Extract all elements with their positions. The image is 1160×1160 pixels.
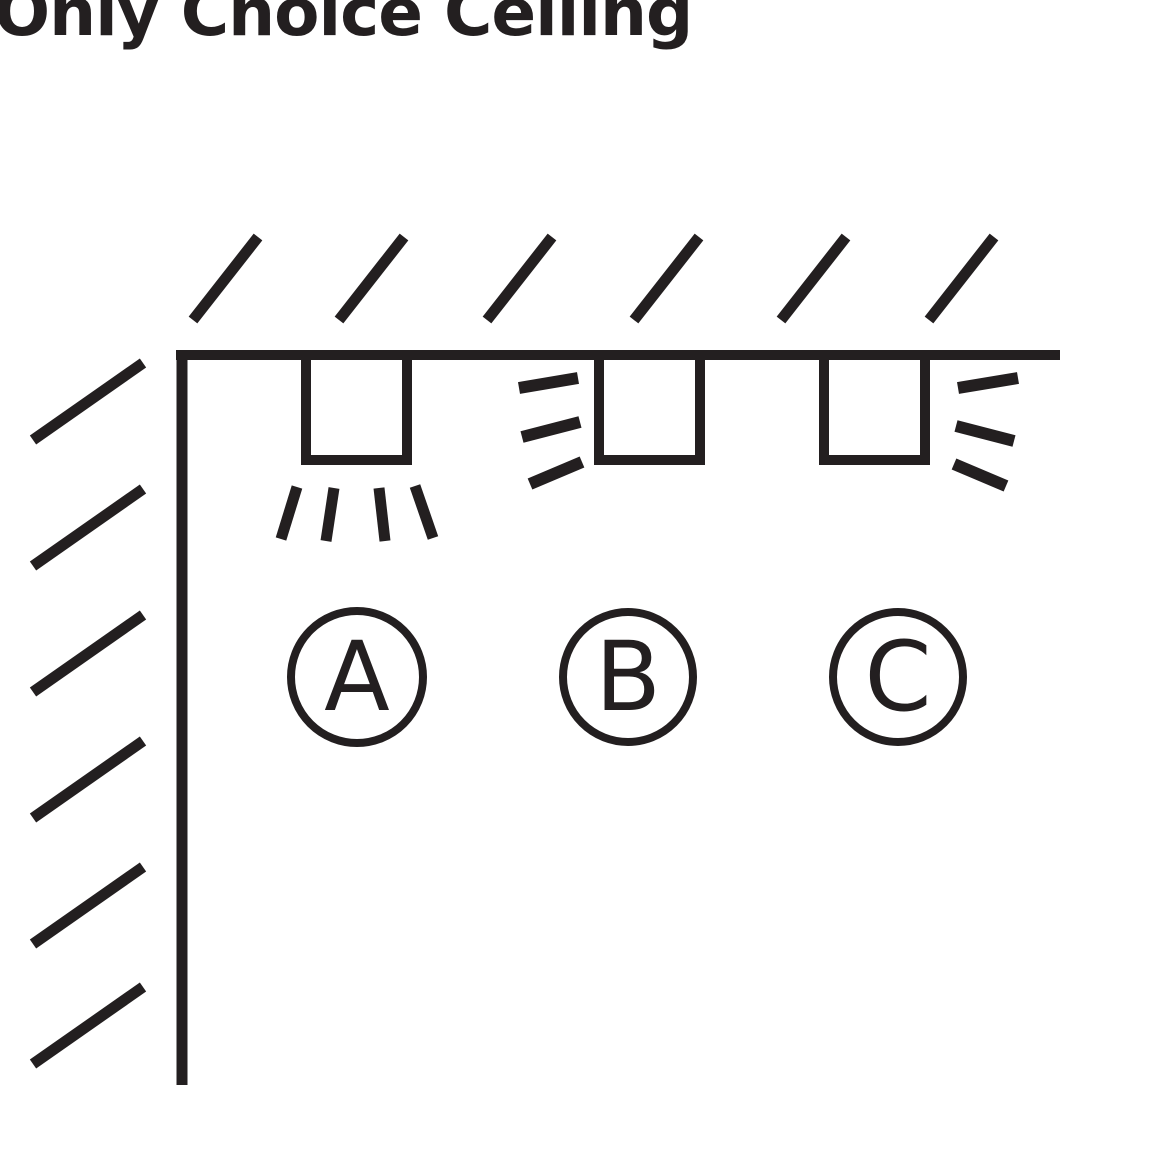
fixture-a-group[interactable] bbox=[275, 352, 439, 542]
fixture-a-box[interactable] bbox=[301, 352, 412, 465]
fixture-b-box[interactable] bbox=[594, 352, 705, 465]
fixture-c-ray-1 bbox=[957, 372, 1019, 394]
option-c-label: C bbox=[864, 621, 931, 733]
wall-hatch-1 bbox=[29, 358, 147, 445]
page-title: Only Choice Ceiling bbox=[0, 0, 693, 51]
fixture-b-ray-1 bbox=[517, 372, 580, 394]
ceiling-hatch-6 bbox=[924, 233, 999, 324]
fixture-a-ray-2 bbox=[320, 487, 340, 542]
fixture-c-ray-3 bbox=[951, 458, 1009, 492]
fixture-a-ray-1 bbox=[275, 485, 303, 541]
fixture-b-ray-2 bbox=[520, 416, 582, 443]
ceiling-hatch-1 bbox=[188, 233, 263, 324]
fixture-c-box[interactable] bbox=[819, 352, 930, 465]
fixture-c-ray-2 bbox=[954, 420, 1016, 447]
option-c[interactable]: C bbox=[829, 608, 967, 746]
option-a-circle[interactable] bbox=[287, 607, 427, 747]
option-b-circle[interactable] bbox=[559, 608, 697, 746]
wall-hatch-6 bbox=[29, 982, 147, 1069]
option-a[interactable]: A bbox=[287, 607, 427, 747]
ceiling-hatch-4 bbox=[629, 233, 704, 324]
fixture-a-ray-3 bbox=[373, 487, 391, 542]
fixture-a-ray-4 bbox=[409, 484, 439, 540]
fixture-b-ray-3 bbox=[527, 456, 585, 490]
fixture-c-rays bbox=[951, 372, 1019, 492]
fixture-b-group[interactable] bbox=[517, 352, 705, 490]
wall-hatch-3 bbox=[29, 610, 147, 697]
wall-hatch-5 bbox=[29, 862, 147, 949]
option-c-circle[interactable] bbox=[829, 608, 967, 746]
ceiling-hatch-group bbox=[188, 233, 999, 324]
wall-hatch-2 bbox=[29, 484, 147, 571]
wall-hatch-4 bbox=[29, 736, 147, 823]
fixture-a-rays bbox=[275, 484, 439, 542]
wall-hatch-group bbox=[29, 358, 147, 1069]
option-b[interactable]: B bbox=[559, 608, 697, 746]
fixture-b-rays bbox=[517, 372, 585, 490]
option-b-label: B bbox=[595, 621, 661, 733]
fixture-c-group[interactable] bbox=[819, 352, 1019, 492]
ceiling-hatch-3 bbox=[482, 233, 557, 324]
ceiling-hatch-5 bbox=[776, 233, 851, 324]
option-a-label: A bbox=[324, 621, 390, 733]
ceiling-hatch-2 bbox=[334, 233, 409, 324]
